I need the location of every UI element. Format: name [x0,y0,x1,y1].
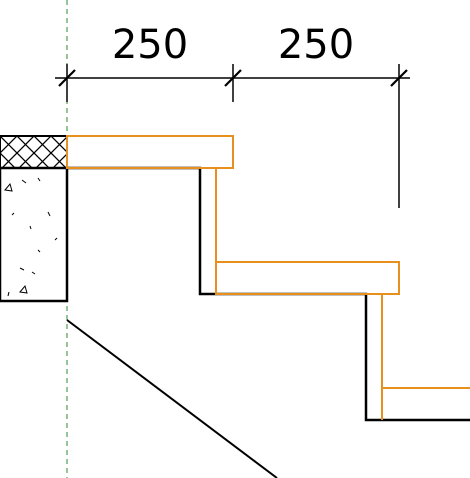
stair-structure [66,166,470,478]
tread-finish-3 [381,387,470,420]
stair-finish [66,135,470,420]
dimension-label-2: 250 [278,22,354,68]
concrete-hatch [4,177,58,297]
tread-finish-2 [215,261,400,295]
tread-finish-1 [66,135,234,169]
dimension-label-1: 250 [112,22,188,68]
concrete-slab [0,166,69,303]
dimension-tick-middle [224,69,242,87]
dimension-tick-left [58,69,76,87]
dimension-chain: 250 250 [55,22,410,208]
insulation-crosshatch [0,135,68,169]
stair-soffit [66,319,278,478]
dimension-tick-right [390,69,408,87]
landing-slab [0,135,69,303]
